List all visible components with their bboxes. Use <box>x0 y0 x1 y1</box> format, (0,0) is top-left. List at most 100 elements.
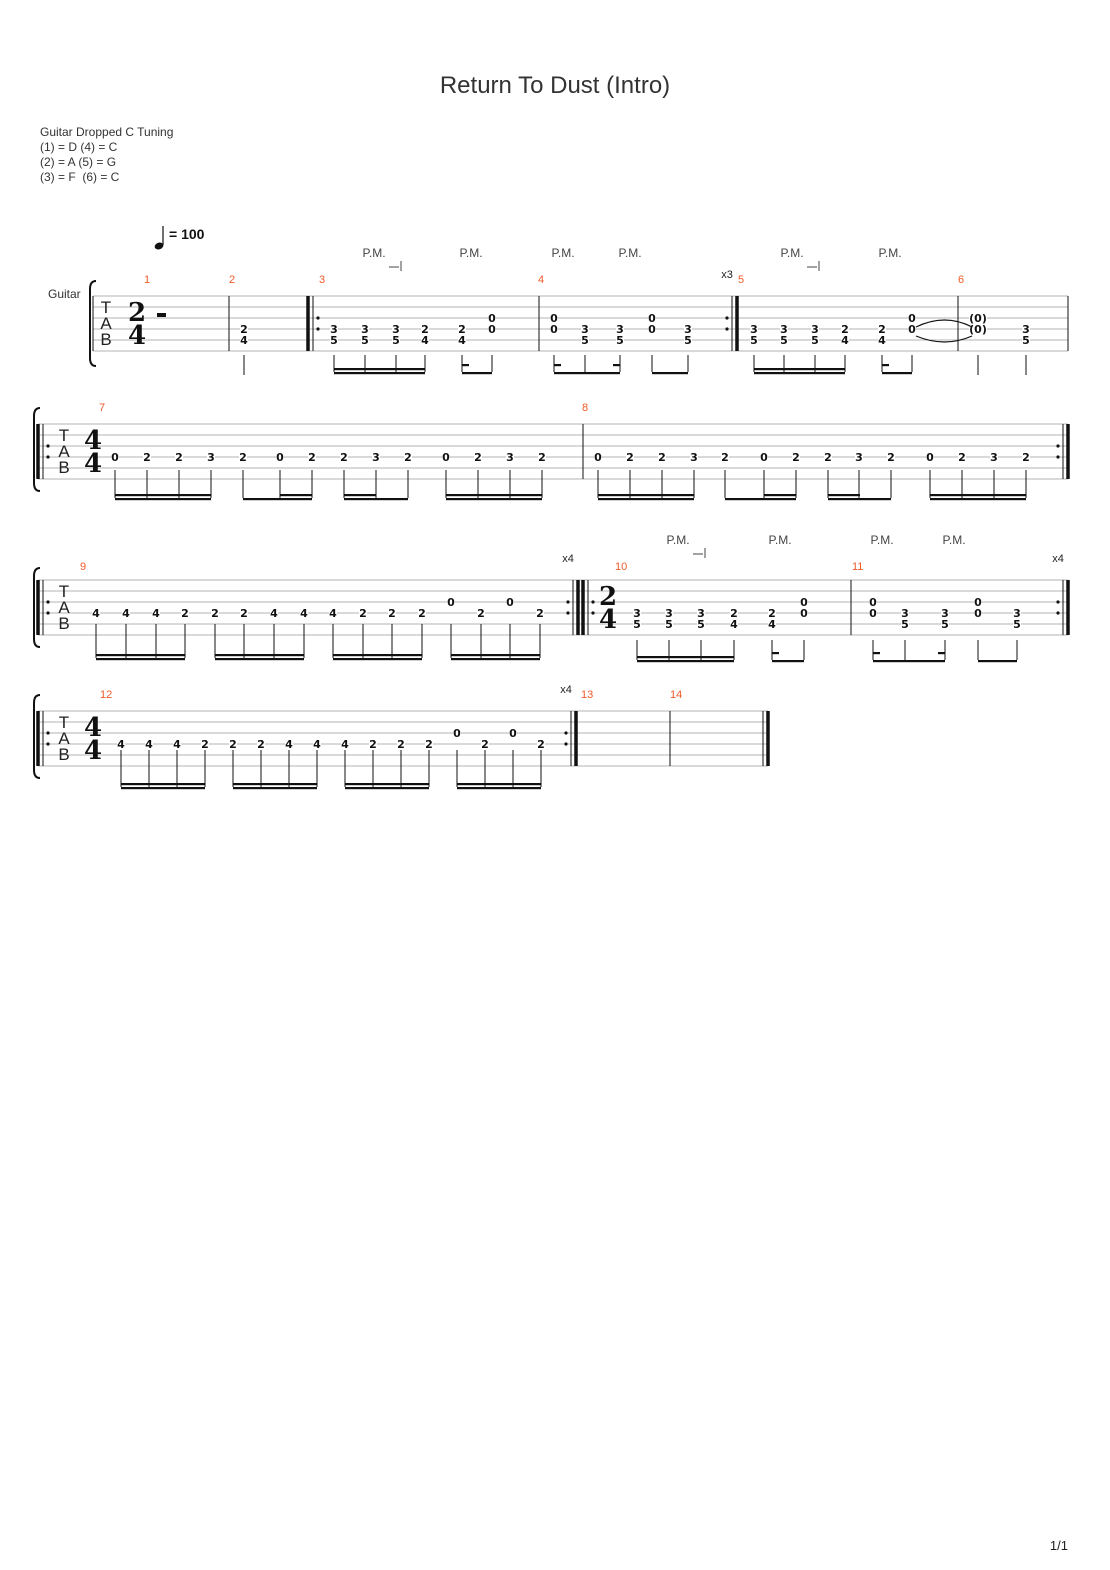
time-signature-top: 4 <box>84 426 102 456</box>
fret-bg <box>92 608 100 618</box>
fret-bg <box>397 739 405 749</box>
tie-arc <box>915 335 973 343</box>
time-signature-bottom: 4 <box>128 321 146 351</box>
repeat-dot <box>1056 444 1060 448</box>
time-signature-top: 2 <box>599 582 617 612</box>
fret-bg <box>421 335 429 345</box>
fret-number: 3 <box>901 607 909 620</box>
fret-bg <box>1013 619 1021 629</box>
tempo-marking: = 100 <box>169 226 205 242</box>
fret-bg <box>340 452 348 462</box>
fret-bg <box>633 608 641 618</box>
fret-bg <box>869 608 877 618</box>
beam <box>725 498 796 501</box>
fret-bg <box>201 739 209 749</box>
fret-number: 2 <box>958 451 966 464</box>
fret-number: 4 <box>285 738 293 751</box>
fret-bg <box>240 335 248 345</box>
system-bracket <box>33 567 41 648</box>
beam <box>637 656 734 659</box>
beam-partial <box>613 364 620 367</box>
fret-number: 2 <box>181 607 189 620</box>
fret-bg <box>908 313 916 323</box>
fret-number: 0 <box>506 596 514 609</box>
tab-clef-a: A <box>58 729 70 748</box>
time-signature-bottom: 4 <box>599 605 617 635</box>
beam <box>652 372 688 375</box>
fret-bg <box>878 324 886 334</box>
beam <box>334 368 425 371</box>
fret-number: 5 <box>941 618 949 631</box>
fret-number: 3 <box>697 607 705 620</box>
fret-bg <box>550 313 558 323</box>
fret-bg <box>240 324 248 334</box>
fret-number: 2 <box>730 607 738 620</box>
fret-bg <box>418 608 426 618</box>
fret-number: 2 <box>626 451 634 464</box>
beam-partial <box>772 652 779 655</box>
fret-bg <box>181 608 189 618</box>
fret-bg <box>633 619 641 629</box>
fret-number: 0 <box>594 451 602 464</box>
fret-number: 3 <box>330 323 338 336</box>
repeat-dot <box>1056 600 1060 604</box>
fret-bg <box>800 597 808 607</box>
half-rest <box>157 313 166 317</box>
fret-number: 5 <box>330 334 338 347</box>
fret-number: 4 <box>300 607 308 620</box>
fret-bg <box>447 597 455 607</box>
beam <box>280 494 312 497</box>
tab-clef-t: T <box>101 298 111 317</box>
fret-bg <box>453 728 461 738</box>
beam <box>873 660 945 663</box>
fret-number: 2 <box>824 451 832 464</box>
fret-number: 0 <box>974 607 982 620</box>
beam <box>882 372 912 375</box>
tab-clef-t: T <box>59 713 69 732</box>
fret-number: 4 <box>341 738 349 751</box>
fret-number: 0 <box>760 451 768 464</box>
fret-number: 2 <box>474 451 482 464</box>
fret-bg <box>581 335 589 345</box>
fret-bg <box>901 619 909 629</box>
repeat-dot <box>46 444 50 448</box>
palm-mute-label: P.M. <box>780 246 803 260</box>
fret-number: 4 <box>117 738 125 751</box>
fret-number: 2 <box>359 607 367 620</box>
repeat-dot <box>316 316 320 320</box>
beam <box>334 372 425 375</box>
measure-number: 5 <box>738 274 744 286</box>
fret-bg <box>780 335 788 345</box>
fret-bg <box>207 452 215 462</box>
measure-number: 3 <box>319 274 325 286</box>
fret-number: 4 <box>122 607 130 620</box>
measure-number: 8 <box>582 402 588 414</box>
fret-bg <box>974 608 982 618</box>
fret-bg <box>509 728 517 738</box>
fret-number: 2 <box>175 451 183 464</box>
beam <box>233 783 317 786</box>
fret-bg <box>488 313 496 323</box>
beam-partial <box>873 652 880 655</box>
fret-bg <box>458 324 466 334</box>
repeat-dot <box>725 327 729 331</box>
fret-bg <box>122 608 130 618</box>
fret-bg <box>792 452 800 462</box>
beam <box>215 654 304 657</box>
fret-number: 4 <box>173 738 181 751</box>
beam <box>754 372 845 375</box>
fret-number: 2 <box>537 738 545 751</box>
time-signature-top: 4 <box>84 713 102 743</box>
fret-bg <box>969 324 987 334</box>
fret-number: 2 <box>841 323 849 336</box>
fret-bg <box>768 619 776 629</box>
fret-number: 2 <box>425 738 433 751</box>
fret-number: 2 <box>538 451 546 464</box>
fret-number: 3 <box>780 323 788 336</box>
fret-number: 2 <box>397 738 405 751</box>
beam <box>344 494 376 497</box>
fret-bg <box>392 324 400 334</box>
fret-bg <box>257 739 265 749</box>
fret-number: 5 <box>811 334 819 347</box>
fret-bg <box>421 324 429 334</box>
